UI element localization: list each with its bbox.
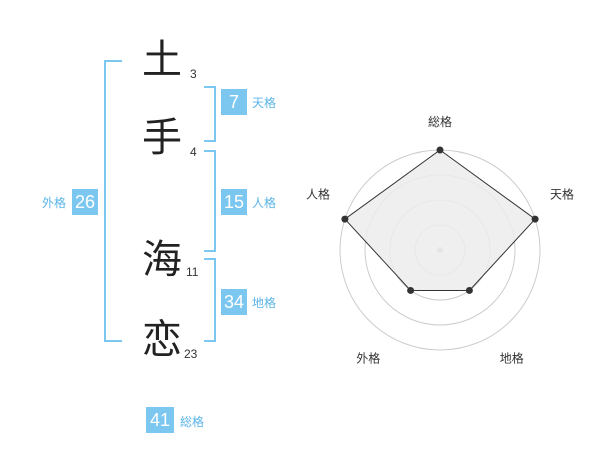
stroke-count-4: 23 [184, 347, 198, 361]
name-char-4: 恋 [142, 317, 182, 363]
jinkaku-badge: 15 [221, 189, 247, 215]
radar-axis-label-5: 人格 [306, 186, 330, 201]
tenkaku-bracket [204, 86, 216, 142]
radar-point-1 [436, 146, 444, 154]
radar-point-5 [341, 215, 349, 223]
stroke-count-1: 3 [190, 67, 197, 81]
name-char-3: 海 [142, 237, 182, 283]
tenkaku-label: 天格 [252, 96, 277, 110]
radar-axis-label-4: 外格 [356, 351, 380, 366]
chikaku-label: 地格 [252, 296, 277, 310]
jinkaku-label: 人格 [252, 196, 277, 210]
radar-point-3 [465, 286, 473, 294]
name-char-2: 手 [142, 115, 182, 161]
chikaku-bracket [204, 258, 216, 342]
soukaku-badge: 41 [146, 407, 174, 433]
gaikaku-bracket [104, 60, 122, 342]
chikaku-badge: 34 [221, 289, 247, 315]
radar-point-4 [407, 286, 415, 294]
radar-axis-label-2: 天格 [550, 186, 574, 201]
radar-axis-label-3: 地格 [500, 351, 524, 366]
gaikaku-label: 外格 [42, 196, 67, 210]
radar-point-2 [531, 215, 539, 223]
jinkaku-bracket [204, 150, 216, 252]
radar-polygon [344, 149, 536, 291]
tenkaku-badge: 7 [221, 89, 247, 115]
stroke-count-2: 4 [190, 145, 197, 159]
soukaku-label: 総格 [180, 415, 205, 429]
name-char-1: 土 [142, 37, 182, 83]
radar-axis-label-1: 総格 [428, 114, 452, 129]
stroke-count-3: 11 [186, 265, 199, 279]
gaikaku-badge: 26 [72, 189, 98, 215]
